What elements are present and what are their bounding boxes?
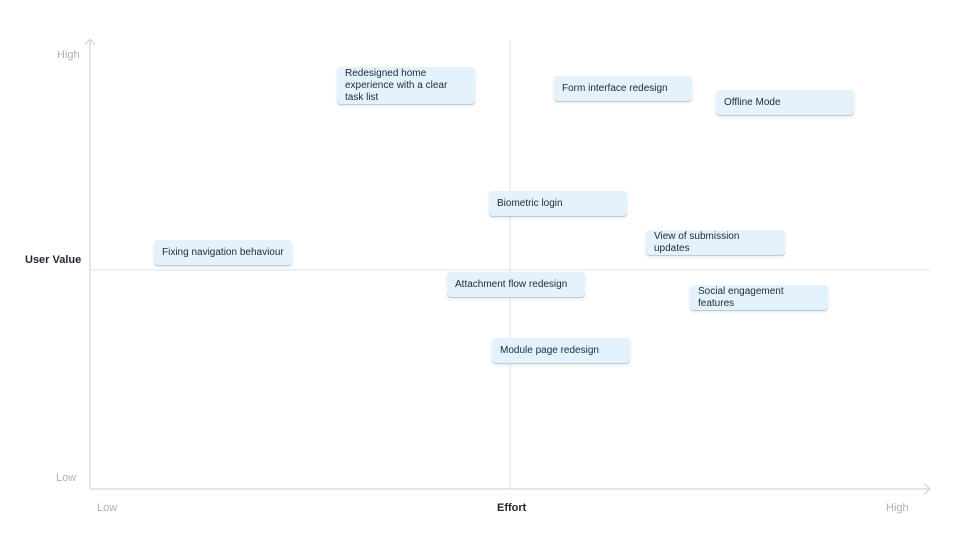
card-fixing-navigation[interactable]: Fixing navigation behaviour bbox=[154, 240, 292, 265]
card-offline-mode[interactable]: Offline Mode bbox=[716, 90, 854, 115]
card-label: Attachment flow redesign bbox=[455, 278, 568, 290]
x-axis-arrow-icon bbox=[923, 483, 931, 495]
y-axis-arrow-icon bbox=[84, 38, 96, 46]
card-redesigned-home[interactable]: Redesigned home experience with a clear … bbox=[337, 67, 475, 104]
y-axis-title: User Value bbox=[25, 254, 82, 266]
x-axis-high-label: High bbox=[886, 502, 909, 514]
card-view-submission[interactable]: View of submission updates bbox=[646, 230, 785, 255]
card-label: Biometric login bbox=[497, 197, 563, 209]
card-label: Form interface redesign bbox=[562, 82, 668, 94]
card-label: Fixing navigation behaviour bbox=[162, 246, 284, 258]
y-axis-high-label: High bbox=[57, 49, 80, 61]
card-biometric-login[interactable]: Biometric login bbox=[489, 191, 627, 216]
card-label: Social engagement features bbox=[698, 285, 784, 309]
x-axis-low-label: Low bbox=[97, 502, 118, 514]
card-attachment-flow[interactable]: Attachment flow redesign bbox=[447, 272, 585, 297]
card-social-engagement[interactable]: Social engagement features bbox=[690, 285, 828, 310]
card-label: Offline Mode bbox=[724, 96, 781, 108]
card-label: Redesigned home experience with a clear … bbox=[345, 67, 448, 103]
card-label: Module page redesign bbox=[500, 344, 599, 356]
card-module-page[interactable]: Module page redesign bbox=[492, 338, 630, 363]
card-label: View of submission updates bbox=[654, 230, 740, 254]
card-form-interface[interactable]: Form interface redesign bbox=[554, 76, 692, 101]
x-axis-title: Effort bbox=[497, 502, 527, 514]
y-axis-low-label: Low bbox=[56, 472, 77, 484]
